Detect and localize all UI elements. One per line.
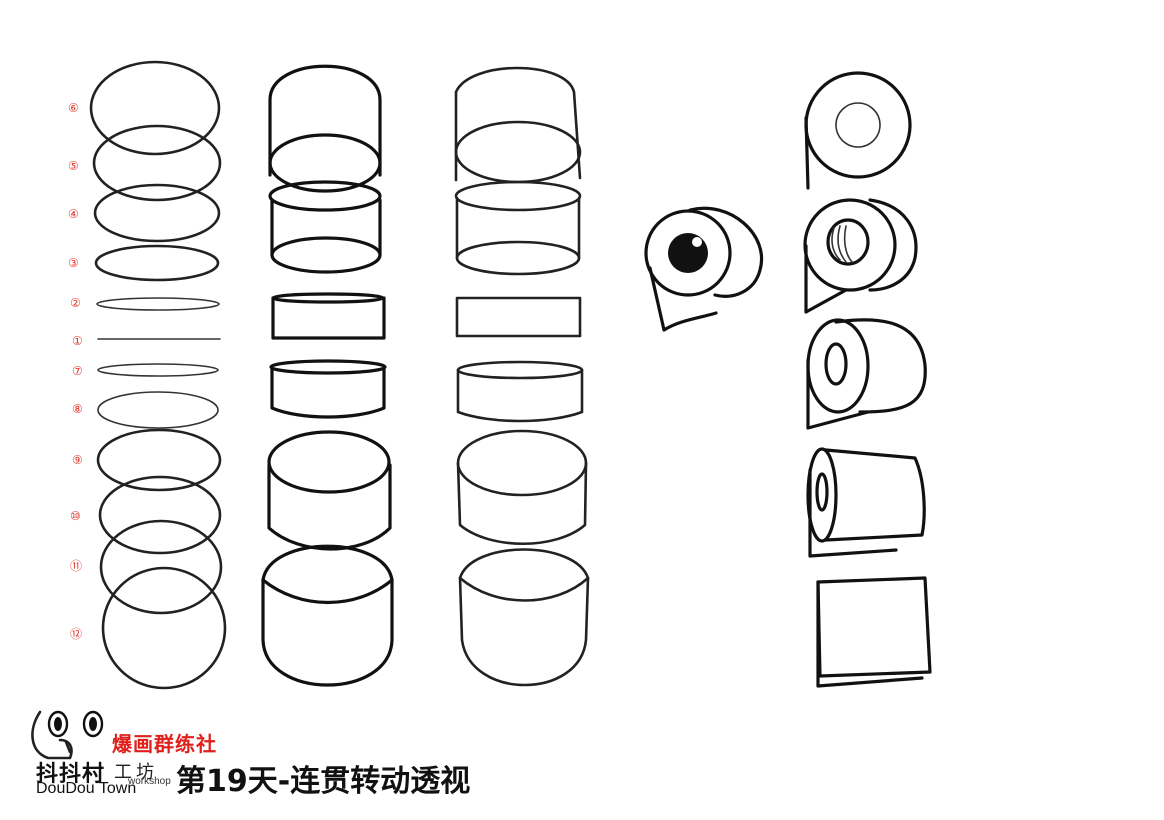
lcyl6-upper — [458, 548, 590, 580]
lcyl3-body — [455, 296, 582, 338]
tp4-face — [806, 447, 838, 543]
lcyl5-top — [456, 429, 588, 497]
tp1-sheet — [804, 116, 810, 190]
group-name: 爆画群练社 — [112, 732, 217, 756]
logo-cn-text: 抖抖村 — [36, 762, 106, 787]
lcyl-top-ellipse — [454, 120, 582, 184]
tp-tilted-body — [688, 206, 764, 298]
logo-en-text: DouDou Town — [36, 780, 137, 797]
tp1-hole — [835, 102, 881, 148]
toilet-paper-tilted — [644, 206, 764, 332]
label-10: ⑩ — [70, 509, 81, 523]
ellipse-8 — [97, 391, 219, 429]
mascot-pupil-right — [89, 717, 97, 731]
tp5-body — [816, 576, 932, 678]
doudou-mascot — [31, 710, 104, 760]
label-5: ⑤ — [68, 159, 79, 173]
label-3: ③ — [68, 256, 79, 270]
lcyl2-bottom — [455, 240, 581, 276]
tp2-hole-shading — [831, 225, 853, 263]
lcyl6-band — [458, 576, 590, 602]
ellipse-5 — [92, 124, 222, 202]
ellipse-column — [89, 60, 227, 690]
ellipse-3 — [94, 244, 220, 282]
tp2-body — [868, 198, 918, 292]
ellipse-6 — [89, 60, 221, 156]
tp-tilted-face — [644, 209, 732, 297]
cylinder6-body — [261, 578, 394, 687]
tp3-face — [806, 318, 870, 414]
cylinder-dome-top — [268, 64, 382, 177]
tp4-body — [824, 448, 926, 542]
tp3-sheet — [806, 358, 870, 430]
page-title: 第19天-连贯转动透视 — [176, 764, 471, 799]
tp2-sheet — [804, 244, 848, 314]
ellipse-number-labels: ⑥ ⑤ ④ ③ ② ① ⑦ ⑧ ⑨ ⑩ ⑪ ⑫ — [68, 101, 83, 641]
cylinder5-body — [267, 463, 392, 551]
cylinder-top-ellipse — [268, 133, 382, 193]
label-9: ⑨ — [72, 453, 83, 467]
logo-workshop-text: workshop — [128, 776, 171, 787]
tp4-sheet — [808, 468, 898, 558]
tp4-hole — [815, 472, 829, 512]
toilet-paper-sequence — [803, 71, 932, 688]
tp3-body — [834, 318, 927, 414]
label-8: ⑧ — [72, 402, 83, 416]
label-12: ⑫ — [70, 627, 82, 641]
tp2-face — [803, 198, 897, 292]
cylinder2-bottom — [270, 236, 382, 274]
label-11: ⑪ — [70, 559, 82, 573]
mascot-mouth — [64, 740, 72, 754]
label-6: ⑥ — [68, 101, 79, 115]
tp5-sheet — [816, 580, 924, 688]
lcyl4-body — [456, 368, 584, 423]
ellipse-11 — [99, 519, 223, 615]
cylinder4-top — [269, 359, 387, 375]
label-4: ④ — [68, 207, 79, 221]
cylinder2-top — [268, 180, 382, 212]
tp-tilted-highlight — [692, 237, 702, 247]
lcyl6-body — [458, 576, 590, 687]
tp3-hole — [824, 342, 848, 386]
cylinder3-top — [271, 292, 385, 304]
lcyl2-sides — [455, 196, 581, 260]
tp2-hole — [826, 218, 870, 266]
cylinder3-body — [271, 296, 386, 340]
cylinder6-upper — [261, 544, 394, 582]
cylinder5-top — [267, 430, 391, 494]
cylinder-column-light — [454, 66, 590, 687]
ellipse-4 — [93, 183, 221, 243]
tp1-face — [804, 71, 912, 179]
label-1: ① — [72, 334, 83, 348]
cylinder4-body — [270, 365, 386, 419]
tp-tilted-sheet — [648, 266, 718, 332]
logo-gongfang-text: 工坊 — [114, 762, 158, 783]
cylinder6-band — [261, 578, 394, 604]
ellipse-12 — [101, 566, 227, 690]
lcyl-dome-top — [454, 66, 582, 182]
lcyl2-top — [454, 180, 582, 212]
cylinder2-sides — [270, 198, 382, 257]
lcyl4-top — [456, 360, 584, 380]
cylinder-column-bold — [261, 64, 394, 687]
ellipse-2 — [96, 297, 220, 311]
label-7: ⑦ — [72, 364, 83, 378]
ellipse-10 — [98, 475, 222, 555]
lcyl5-body — [456, 461, 588, 546]
ellipse-9 — [96, 428, 222, 492]
tp-tilted-hole — [668, 233, 708, 273]
label-2: ② — [70, 296, 81, 310]
mascot-pupil-left — [54, 717, 62, 731]
ellipse-7 — [97, 363, 219, 377]
